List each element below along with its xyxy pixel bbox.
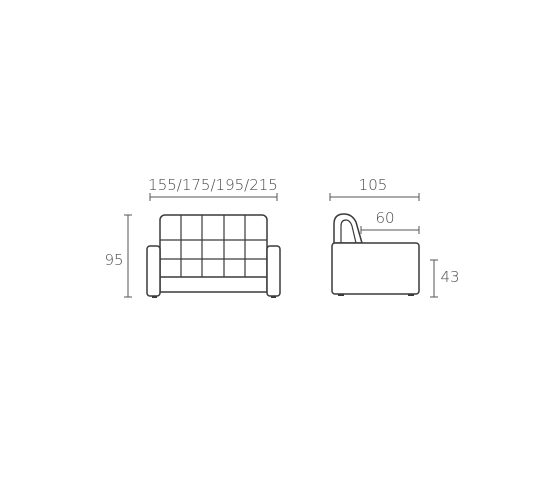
front-height-label: 95 [104, 251, 123, 269]
front-view: 155/175/195/215 95 [104, 176, 281, 298]
front-left-arm [146, 245, 161, 297]
side-backrest-inner [340, 219, 357, 244]
side-foot-left [338, 294, 344, 296]
side-depth-label: 105 [359, 176, 388, 194]
side-seat-height-label: 43 [440, 268, 459, 286]
sofa-side-drawing [331, 213, 420, 296]
side-view: 105 60 43 [329, 176, 460, 298]
front-seat-base [159, 276, 268, 293]
side-backrest-outer [333, 213, 363, 244]
front-width-label: 155/175/195/215 [148, 176, 278, 194]
side-seat-depth-label: 60 [375, 209, 394, 227]
front-backrest [159, 214, 268, 286]
side-body [331, 242, 420, 295]
front-right-arm [266, 245, 281, 297]
sofa-front-drawing [146, 214, 281, 298]
front-foot-left [152, 296, 157, 298]
front-foot-right [271, 296, 276, 298]
side-foot-right [408, 294, 414, 296]
